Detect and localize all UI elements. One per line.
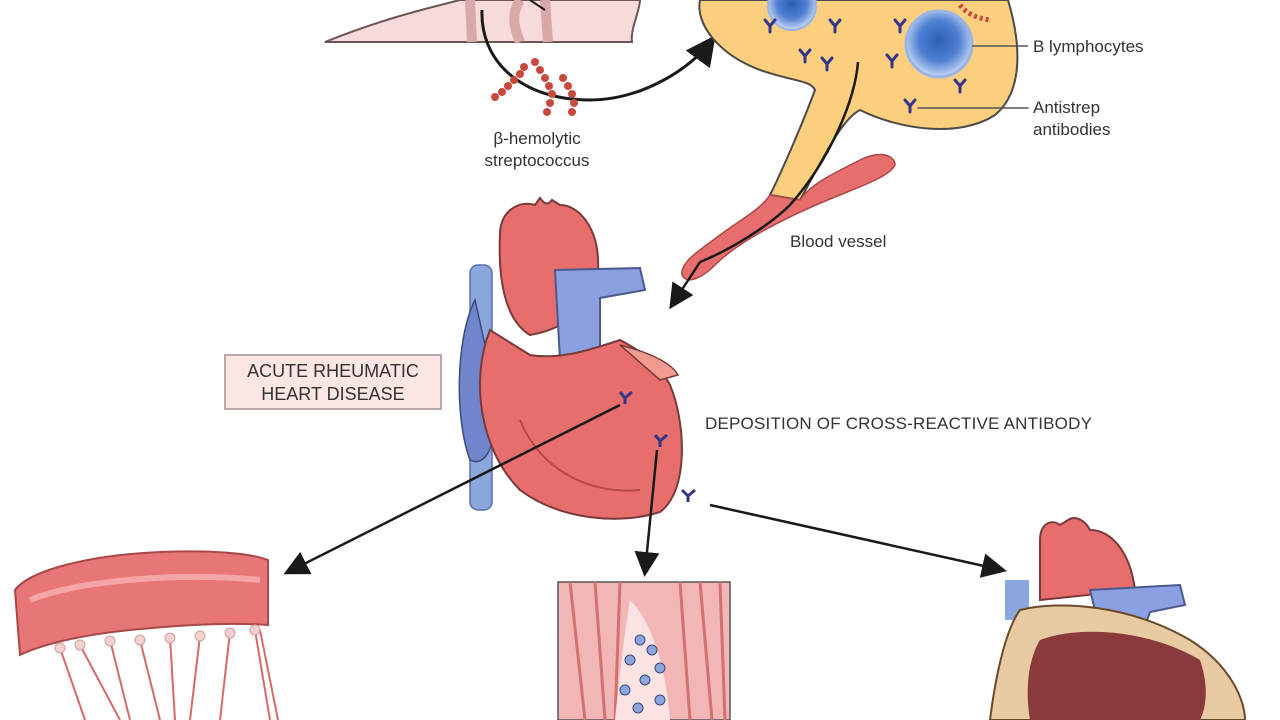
throat-illustration: [324, 0, 716, 102]
antibodies-label-line2: antibodies: [1033, 120, 1111, 139]
antibody-icons: [763, 18, 1029, 114]
pathway-arrows: [283, 403, 1007, 578]
myocardium-tissue-illustration: [557, 581, 731, 720]
disease-title-box: ACUTE RHEUMATIC HEART DISEASE: [224, 354, 442, 410]
b-lymphocytes-label: B lymphocytes: [1033, 37, 1144, 56]
bacteria-label: β-hemolytic streptococcus: [468, 128, 606, 172]
blood-vessel: [669, 61, 896, 310]
antibodies-label-line1: Antistrep: [1033, 98, 1101, 117]
blood-vessel-label: Blood vessel: [790, 232, 887, 251]
antibodies-label: Antistrep antibodies: [1033, 97, 1111, 141]
heart-illustration: [458, 196, 696, 520]
streptococcus-bacteria: [491, 58, 578, 116]
disease-title-line2: HEART DISEASE: [261, 384, 405, 404]
bacteria-label-line2: streptococcus: [484, 151, 590, 170]
disease-title-line1: ACUTE RHEUMATIC: [247, 361, 419, 381]
deposition-label: DEPOSITION OF CROSS-REACTIVE ANTIBODY: [705, 414, 1093, 433]
pericarditis-heart-illustration: [988, 517, 1247, 720]
valve-leaflet-illustration: [13, 550, 279, 720]
bacteria-label-line1: β-hemolytic: [493, 129, 581, 148]
